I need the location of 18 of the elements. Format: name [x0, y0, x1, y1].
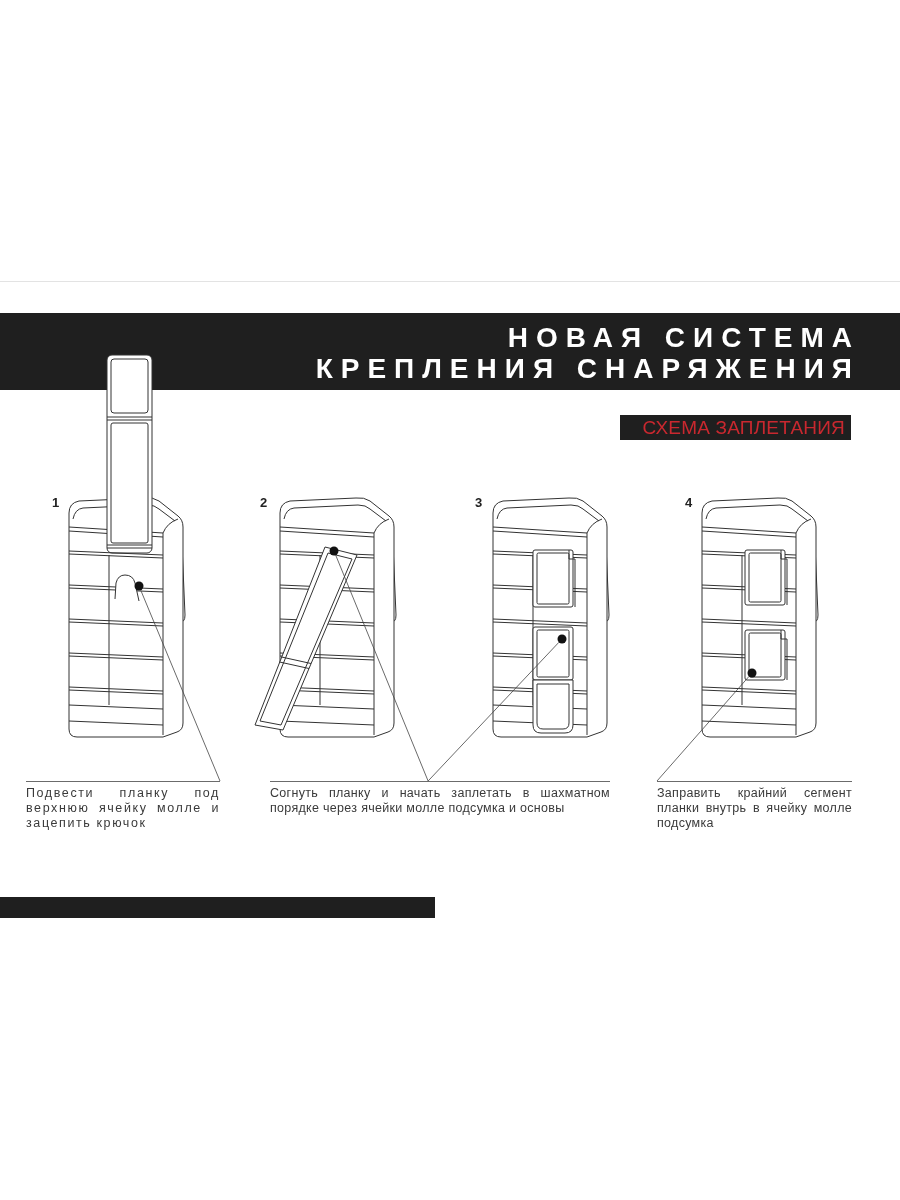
marker-dot-icon	[557, 634, 567, 644]
section-tag: СХЕМА ЗАПЛЕТАНИЯ	[620, 415, 851, 440]
leader-line	[335, 554, 429, 782]
title: НОВАЯ СИСТЕМА КРЕПЛЕНИЯ СНАРЯЖЕНИЯ	[314, 322, 860, 384]
leader-line	[140, 589, 221, 782]
step-number: 2	[260, 495, 268, 510]
marker-dot-icon	[747, 668, 757, 678]
leader-line	[427, 641, 560, 782]
leader-line	[656, 676, 750, 782]
instruction-text: Подвести планку под верхнюю ячейку молле и зацепить крючок	[26, 781, 220, 831]
marker-dot-icon	[134, 581, 144, 591]
step-number: 3	[475, 495, 483, 510]
instruction-text: Заправить крайний сегмент планки внутрь в ячейку молле подсумка	[657, 781, 852, 831]
step-number: 1	[52, 495, 60, 510]
pouch-illustration	[252, 494, 398, 740]
instruction-text: Согнуть планку и начать заплетать в шахматном порядке через ячейки молле подсумка и основы	[270, 781, 610, 816]
marker-dot-icon	[329, 546, 339, 556]
step-number: 4	[685, 495, 693, 510]
